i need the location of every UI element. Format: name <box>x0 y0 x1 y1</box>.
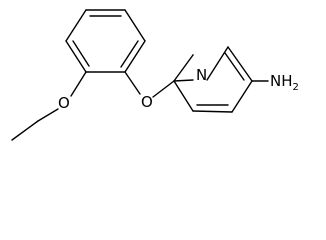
oxygen-atom-label: O <box>141 93 153 111</box>
double-bond-inner <box>224 52 245 81</box>
bond <box>124 40 146 73</box>
amine-label: NH2 <box>270 72 299 93</box>
pyridine-ring: N <box>173 46 253 113</box>
nitrogen-atom-label: N <box>196 66 207 84</box>
bond <box>206 46 229 81</box>
bond <box>152 80 175 98</box>
bond <box>124 9 146 42</box>
bond <box>11 120 39 141</box>
bond <box>173 79 194 82</box>
oxygen-atom-label: O <box>58 94 70 112</box>
bond <box>192 110 233 113</box>
double-bond-inner <box>120 40 139 68</box>
bond <box>65 9 87 42</box>
bond <box>70 71 87 97</box>
bond <box>65 40 87 73</box>
bond <box>227 46 253 82</box>
amine-subscript: 2 <box>293 82 299 93</box>
bond <box>173 80 194 112</box>
bond <box>124 71 141 95</box>
amine-group: NH2 <box>251 72 299 93</box>
bond <box>37 108 59 122</box>
benzene-ring <box>65 9 146 73</box>
chemical-structure: O O N NH2 <box>11 9 299 141</box>
bond <box>231 80 253 113</box>
amine-nh: NH <box>270 72 293 90</box>
ether-bridge: O <box>124 71 175 111</box>
bond <box>173 54 194 82</box>
ethoxy-group: O <box>11 71 87 141</box>
double-bond-inner <box>72 40 90 67</box>
